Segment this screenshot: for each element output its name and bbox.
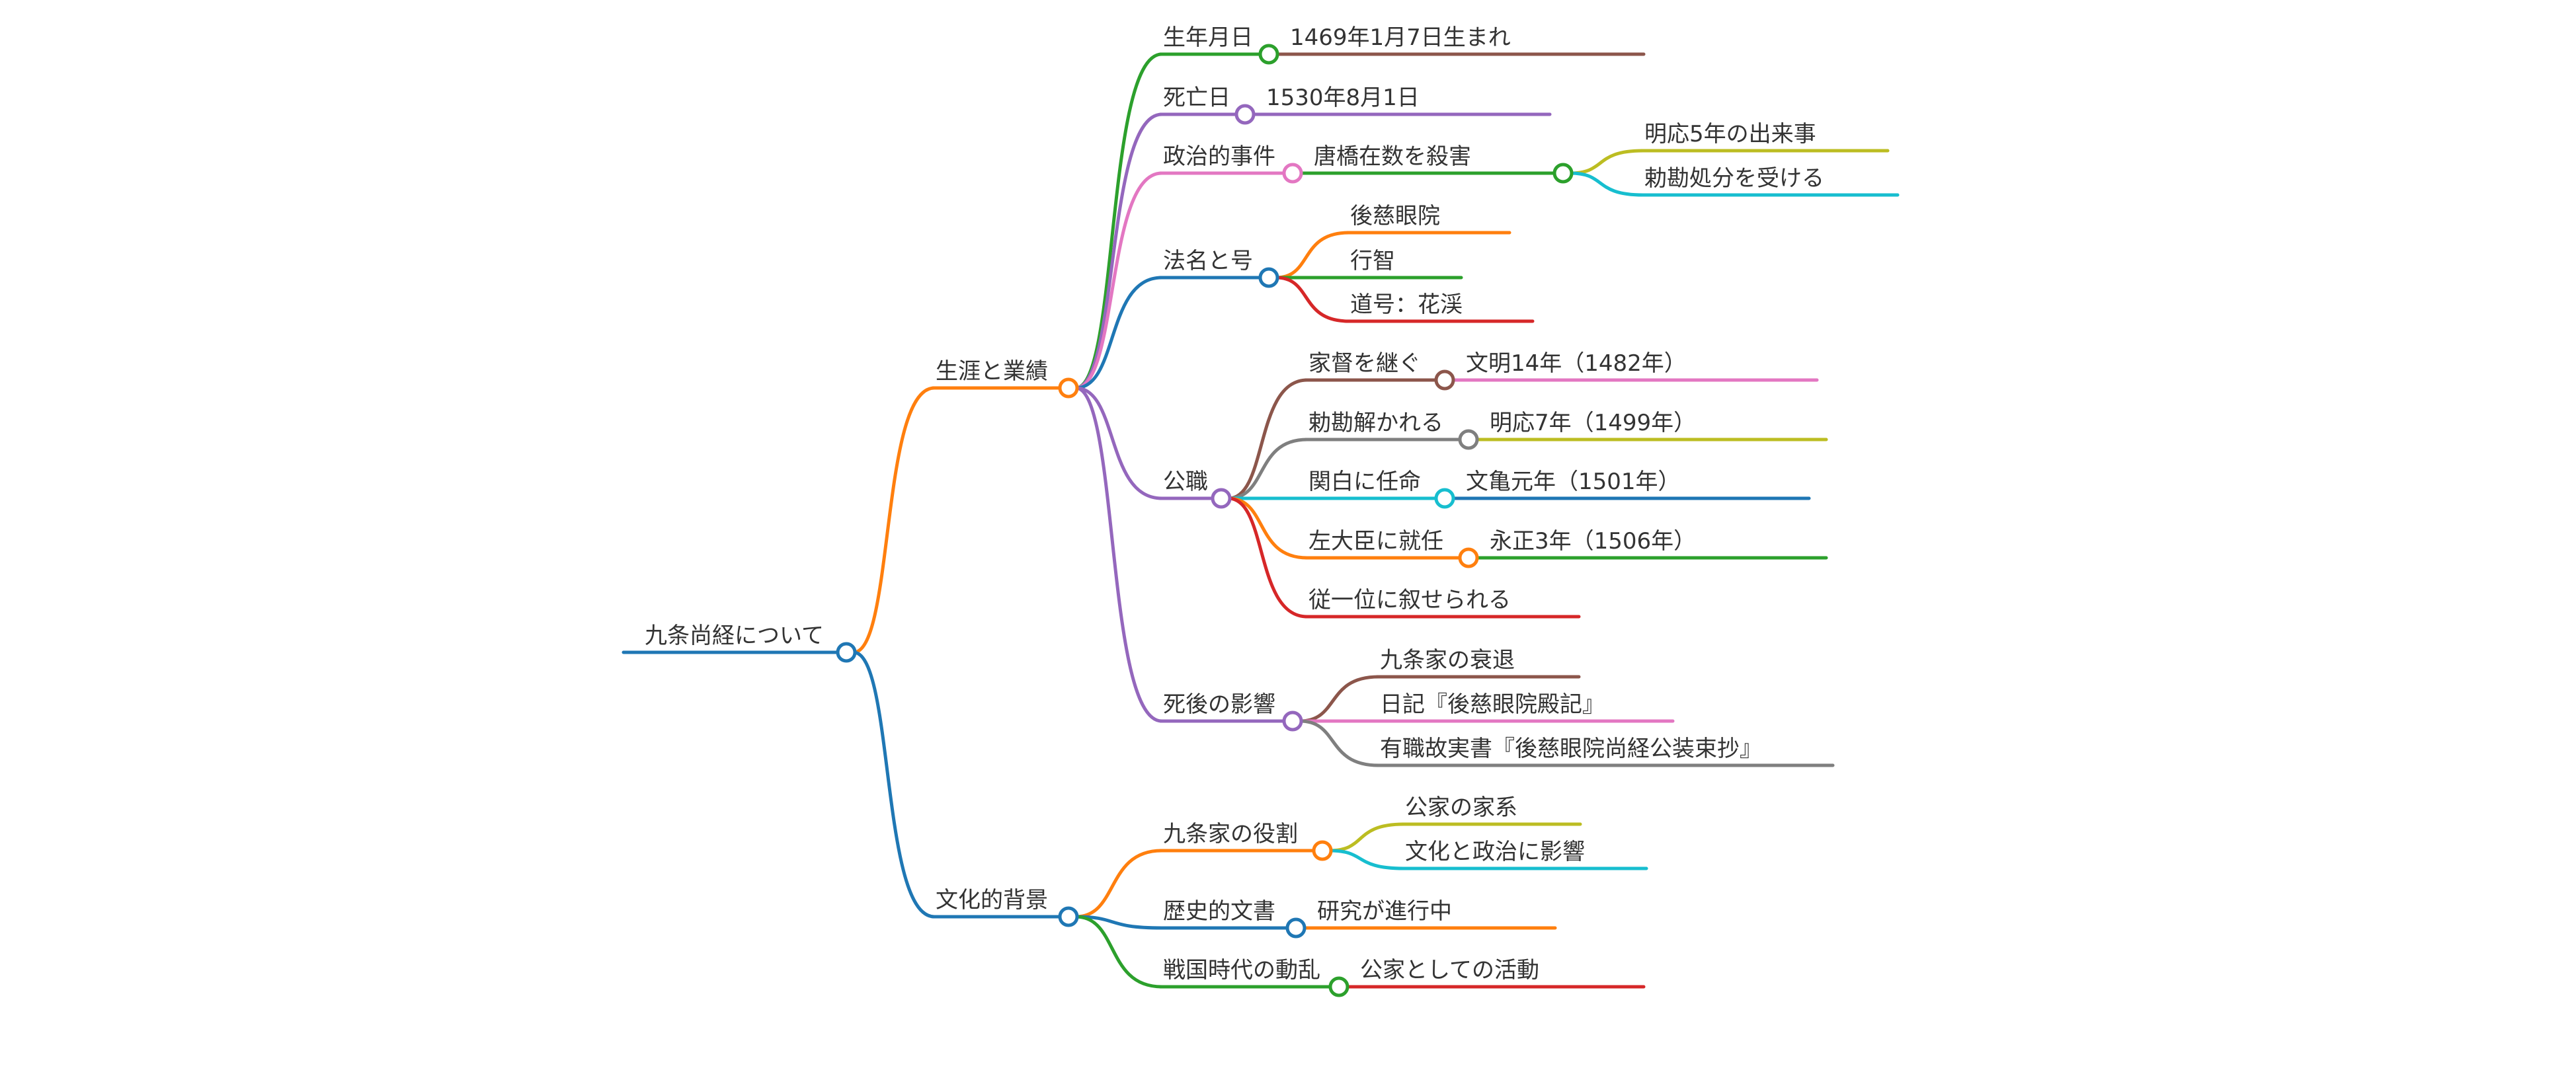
- node-label-死後の影響[interactable]: 死後の影響: [1163, 691, 1275, 718]
- node-label-公職[interactable]: 公職: [1163, 469, 1208, 495]
- branch-connector: [1074, 171, 1164, 390]
- node-label-文亀元年-1501年-[interactable]: 文亀元年（1501年）: [1466, 469, 1681, 495]
- collapse-toggle-icon[interactable]: [1434, 369, 1455, 391]
- collapse-toggle-icon[interactable]: [1458, 429, 1479, 450]
- node-label-日記-後慈眼院殿記-[interactable]: 日記『後慈眼院殿記』: [1380, 691, 1605, 718]
- collapse-toggle-icon[interactable]: [1058, 377, 1079, 399]
- node-label-戦国時代の動乱[interactable]: 戦国時代の動乱: [1163, 957, 1320, 983]
- collapse-toggle-icon[interactable]: [1258, 44, 1279, 65]
- node-label-九条家の役割[interactable]: 九条家の役割: [1163, 821, 1298, 847]
- node-label-文化と政治に影響[interactable]: 文化と政治に影響: [1405, 839, 1585, 865]
- branch-connector: [1227, 378, 1309, 500]
- node-label-生年月日[interactable]: 生年月日: [1163, 24, 1253, 51]
- node-label-公家としての活動[interactable]: 公家としての活動: [1360, 957, 1539, 983]
- node-label-明応7年-1499年-[interactable]: 明応7年（1499年）: [1490, 410, 1696, 436]
- node-label-1469年1月7日生まれ[interactable]: 1469年1月7日生まれ: [1290, 24, 1511, 51]
- node-label-行智[interactable]: 行智: [1350, 248, 1395, 274]
- collapse-toggle-icon[interactable]: [1285, 917, 1307, 939]
- node-label-左大臣に就任[interactable]: 左大臣に就任: [1308, 528, 1443, 555]
- collapse-toggle-icon[interactable]: [1552, 163, 1574, 184]
- node-label-九条家の衰退[interactable]: 九条家の衰退: [1380, 647, 1515, 673]
- branch-connector: [1227, 438, 1309, 500]
- branch-connector: [1328, 822, 1406, 853]
- node-label-文化的背景[interactable]: 文化的背景: [936, 887, 1048, 913]
- branch-connector: [1074, 386, 1164, 500]
- branch-connector: [1074, 915, 1164, 989]
- collapse-toggle-icon[interactable]: [1282, 711, 1303, 732]
- node-label-1530年8月1日[interactable]: 1530年8月1日: [1266, 85, 1420, 111]
- node-label-後慈眼院[interactable]: 後慈眼院: [1350, 203, 1440, 229]
- node-label-法名と号[interactable]: 法名と号: [1163, 248, 1253, 274]
- collapse-toggle-icon[interactable]: [1258, 267, 1279, 288]
- branch-connector: [1074, 915, 1164, 930]
- node-label-政治的事件[interactable]: 政治的事件: [1163, 143, 1275, 170]
- branch-connector: [852, 650, 936, 919]
- node-label-有職故実書-後慈眼院尚経公装束抄-[interactable]: 有職故実書『後慈眼院尚経公装束抄』: [1380, 736, 1762, 762]
- collapse-toggle-icon[interactable]: [1058, 906, 1079, 927]
- node-label-唐橋在数を殺害[interactable]: 唐橋在数を殺害: [1314, 143, 1471, 170]
- node-label-道号-花渓[interactable]: 道号：花渓: [1350, 291, 1463, 318]
- node-label-家督を継ぐ[interactable]: 家督を継ぐ: [1308, 350, 1421, 377]
- collapse-toggle-icon[interactable]: [1282, 163, 1303, 184]
- node-label-永正3年-1506年-[interactable]: 永正3年（1506年）: [1490, 528, 1696, 555]
- mindmap-edges: [622, 52, 1900, 989]
- node-label-勅勘解かれる[interactable]: 勅勘解かれる: [1308, 410, 1443, 436]
- branch-connector: [1274, 231, 1351, 280]
- branch-connector: [1074, 276, 1164, 390]
- branch-connector: [1074, 849, 1164, 919]
- branch-connector: [1298, 675, 1381, 723]
- collapse-toggle-icon[interactable]: [1312, 840, 1333, 861]
- branch-connector: [1568, 171, 1645, 197]
- node-label-明応5年の出来事[interactable]: 明応5年の出来事: [1644, 121, 1816, 147]
- node-label-勅勘処分を受ける[interactable]: 勅勘処分を受ける: [1644, 165, 1824, 192]
- node-label-歴史的文書[interactable]: 歴史的文書: [1163, 898, 1275, 925]
- branch-connector: [1274, 276, 1351, 323]
- branch-connector: [1227, 496, 1309, 560]
- branch-connector: [1328, 849, 1406, 870]
- collapse-toggle-icon[interactable]: [1434, 488, 1455, 509]
- node-label-従一位に叙せられる[interactable]: 従一位に叙せられる: [1308, 587, 1511, 613]
- branch-connector: [1568, 149, 1645, 175]
- node-label-公家の家系[interactable]: 公家の家系: [1405, 794, 1517, 821]
- collapse-toggle-icon[interactable]: [1234, 104, 1256, 125]
- collapse-toggle-icon[interactable]: [1211, 488, 1232, 509]
- collapse-toggle-icon[interactable]: [1328, 976, 1349, 997]
- collapse-toggle-icon[interactable]: [1458, 547, 1479, 568]
- node-label-文明14年-1482年-[interactable]: 文明14年（1482年）: [1466, 350, 1687, 377]
- branch-connector: [852, 386, 936, 654]
- node-label-研究が進行中[interactable]: 研究が進行中: [1317, 898, 1452, 925]
- node-label-生涯と業績[interactable]: 生涯と業績: [936, 358, 1048, 385]
- branch-connector: [1298, 719, 1381, 767]
- node-label-死亡日[interactable]: 死亡日: [1163, 85, 1230, 111]
- node-label-関白に任命[interactable]: 関白に任命: [1308, 469, 1421, 495]
- collapse-toggle-icon[interactable]: [836, 642, 857, 663]
- branch-connector: [1227, 496, 1309, 619]
- node-label-九条尚経について[interactable]: 九条尚経について: [645, 623, 824, 649]
- branch-connector: [1074, 386, 1164, 723]
